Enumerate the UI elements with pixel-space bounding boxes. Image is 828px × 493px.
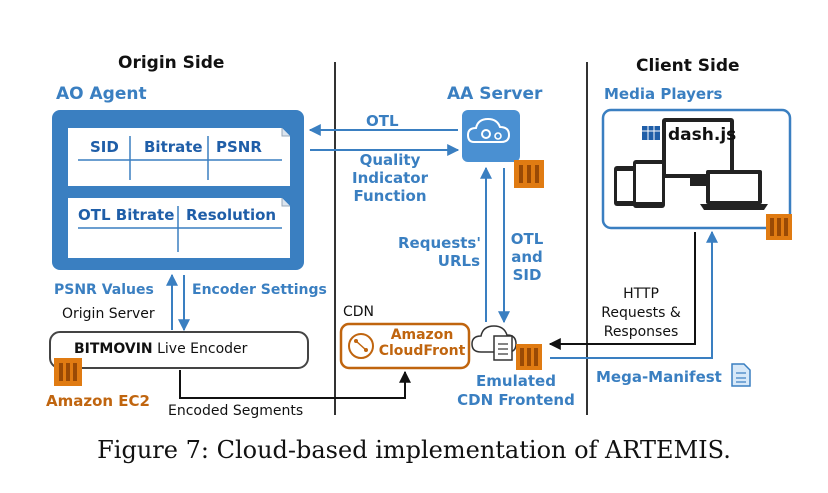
arrow-encoded-segments [179,370,411,399]
cloudfront-label: Amazon CloudFront [378,327,466,359]
table-cell-sid: SID [90,138,119,156]
arrow-mega-manifest [550,230,718,359]
aa-server-title: AA Server [447,84,543,104]
mega-manifest-label: Mega-Manifest [596,368,722,386]
aws-ec2-icon-cdn [516,344,542,370]
architecture-diagram [49,62,792,415]
cloudfront-box [339,322,471,370]
ao-table-1 [68,128,290,186]
amazon-ec2-label: Amazon EC2 [46,392,150,410]
table-cell-psnr: PSNR [216,138,262,156]
encoder-box [49,331,309,369]
cdn-label: CDN [343,304,375,320]
arrow-http [548,232,696,350]
ao-agent-title: AO Agent [56,84,147,104]
aws-ec2-icon-client [766,214,792,240]
encoded-segments-label: Encoded Segments [168,403,304,419]
bitmovin-brand: BITMOVIN [74,341,153,357]
emulated-cdn-label: Emulated CDN Frontend [457,372,575,409]
live-encoder-text: Live Encoder [157,341,248,357]
origin-server-label: Origin Server [62,306,155,322]
client-side-header: Client Side [636,56,740,76]
origin-side-header: Origin Side [118,53,225,73]
encoder-label: BITMOVIN Live Encoder [74,341,247,357]
dashjs-logo [642,126,660,140]
dashjs-label: dash.js [668,125,737,145]
encoder-settings-label: Encoder Settings [192,282,327,298]
aws-ec2-icon-origin [54,358,82,386]
quality-indicator-label: Quality Indicator Function [351,151,429,205]
media-players-title: Media Players [604,85,723,103]
otl-and-sid-label: OTL and SID [510,230,544,284]
otl-label: OTL [366,112,399,130]
http-label: HTTP Requests & Responses [601,286,681,340]
table-cell-resolution: Resolution [186,206,277,224]
psnr-values-label: PSNR Values [54,282,154,298]
document-icon [493,335,513,361]
aa-server-icon [462,110,520,162]
mega-manifest-icon [731,363,751,387]
table-cell-otl-bitrate: OTL Bitrate [78,206,175,224]
requests-urls-label: Requests' URLs [398,234,481,270]
figure-caption: Figure 7: Cloud-based implementation of … [97,436,731,464]
aws-ec2-icon-aa [514,160,544,188]
table-cell-bitrate: Bitrate [144,138,203,156]
